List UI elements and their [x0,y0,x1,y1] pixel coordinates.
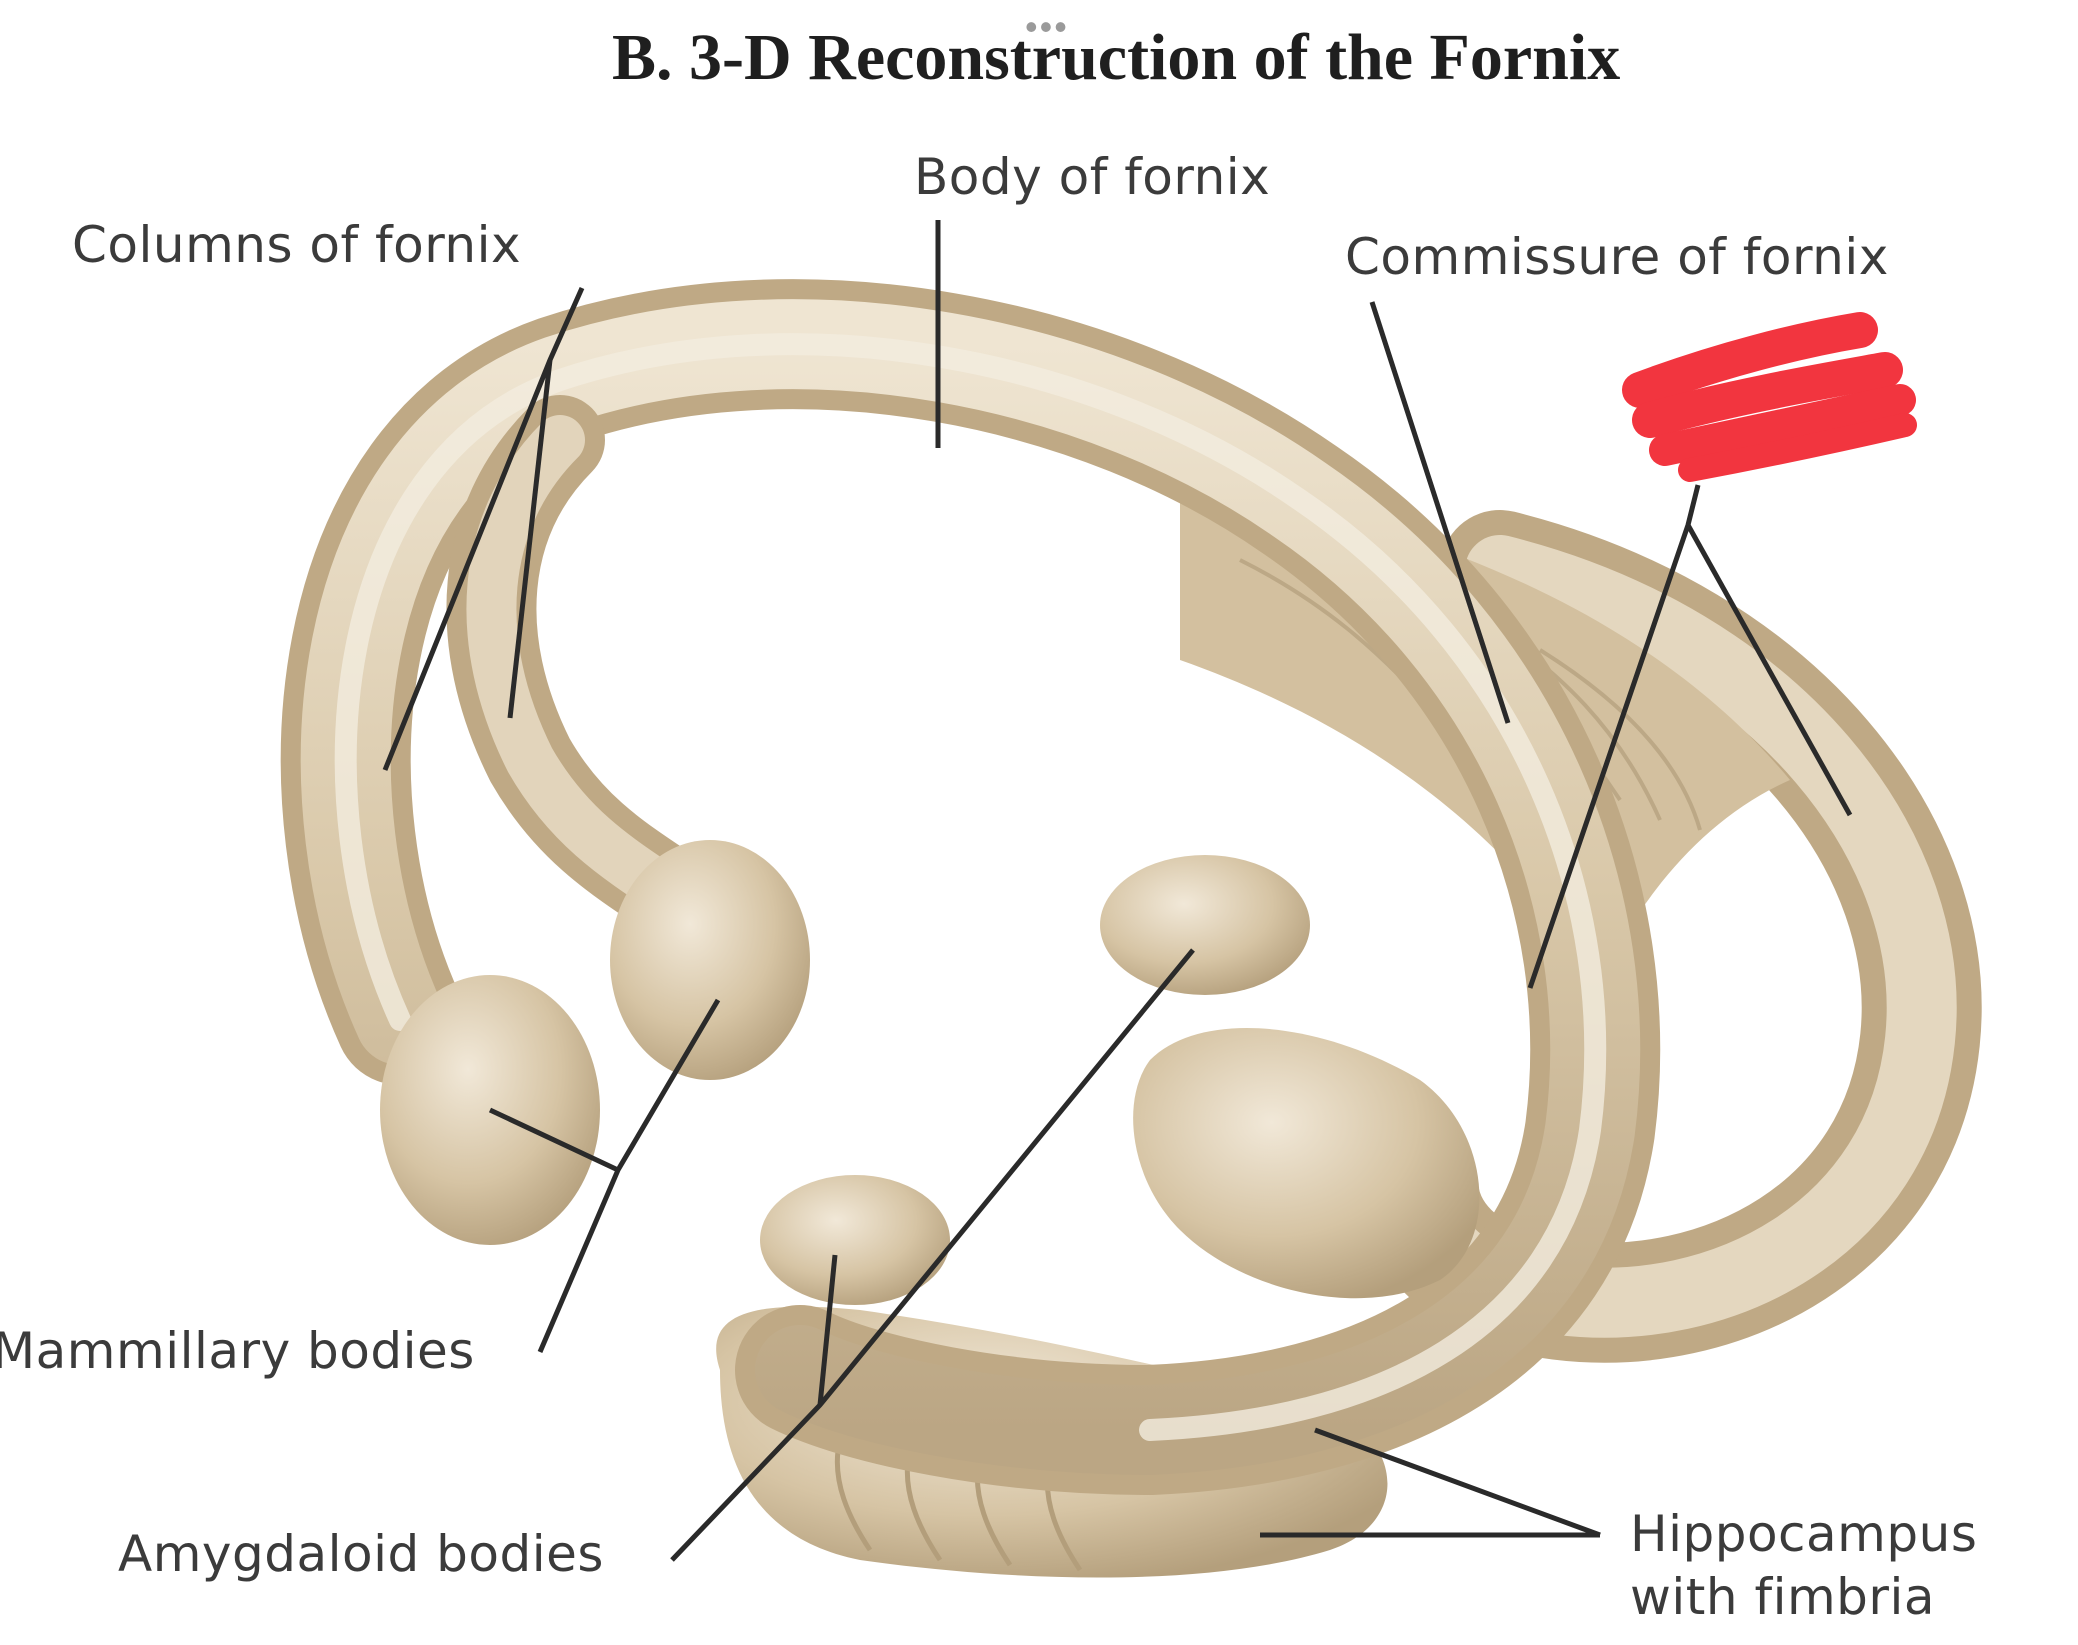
label-body-of-fornix: Body of fornix [914,148,1271,206]
diagram-title: B. 3-D Reconstruction of the Fornix [612,21,1621,94]
label-hippocampus: Hippocampus [1630,1505,1978,1563]
amygdaloid-body-upper [1100,855,1310,995]
label-columns-of-fornix: Columns of fornix [72,216,522,274]
amygdaloid-body-lower [760,1175,950,1305]
more-options-icon[interactable]: ••• [1025,6,1069,47]
label-mammillary-bodies: Mammillary bodies [0,1322,475,1380]
label-amygdaloid-bodies: Amygdaloid bodies [118,1525,604,1583]
label-with-fimbria: with fimbria [1630,1568,1935,1626]
label-commissure-of-fornix: Commissure of fornix [1345,228,1889,286]
leader-lines [382,220,1853,1562]
redaction-scribble [1622,312,1917,482]
hippocampal-head [1133,1027,1480,1299]
mammillary-body-right [610,840,810,1080]
